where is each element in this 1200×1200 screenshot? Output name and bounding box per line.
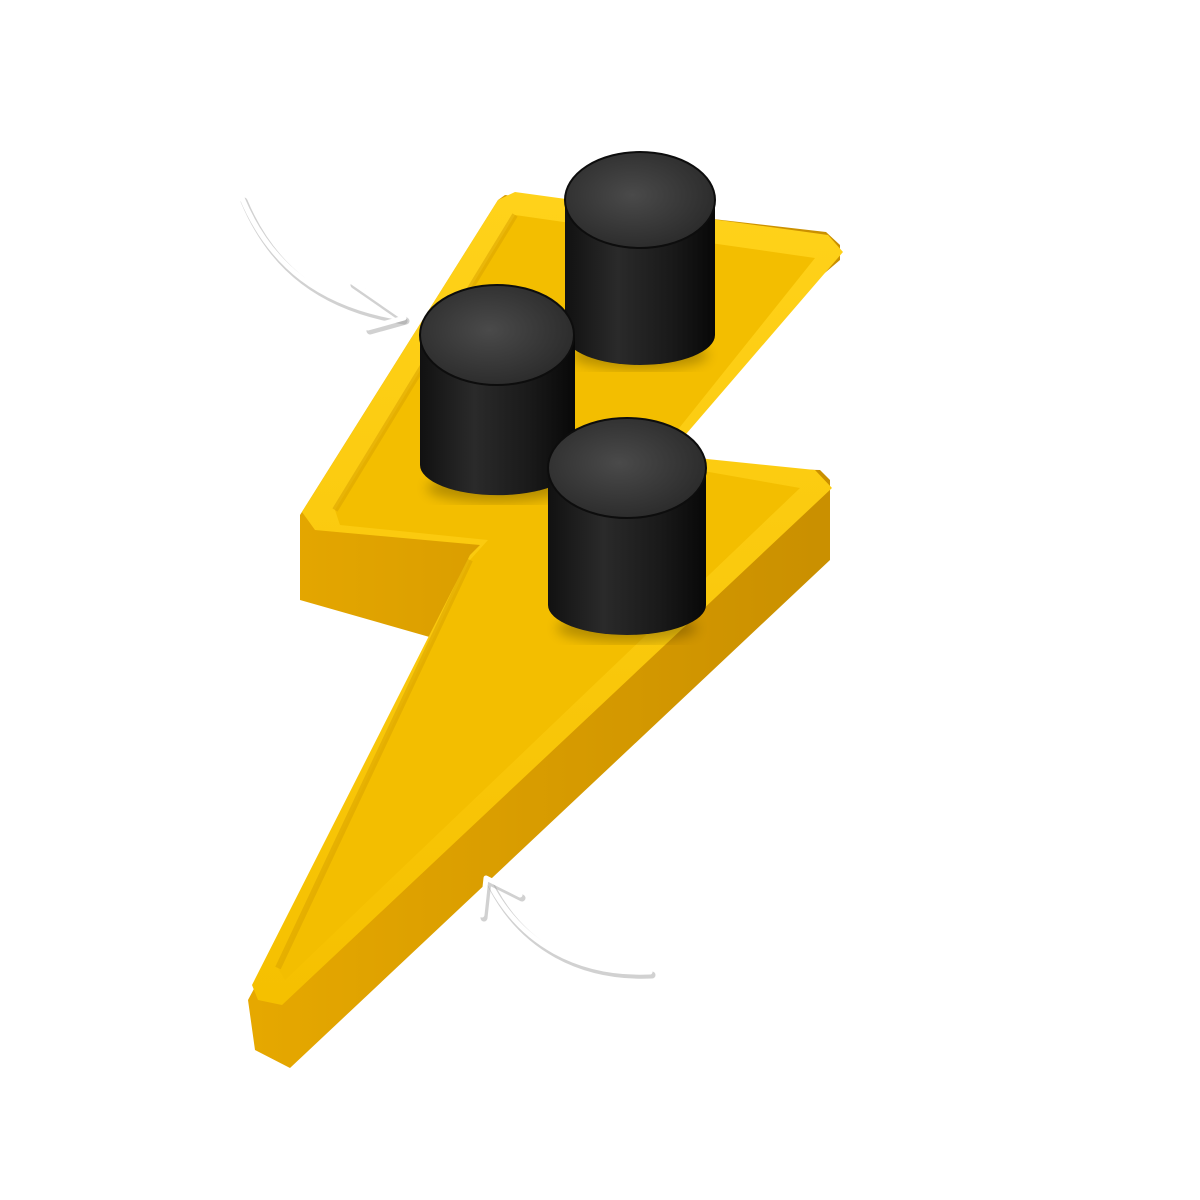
- cylinder-back: [564, 151, 716, 369]
- cylinder-left: [419, 284, 575, 502]
- arrow-top-left-icon: [239, 195, 410, 335]
- cylinder-front: [547, 417, 707, 642]
- tray-floor: [278, 215, 815, 980]
- tray: [248, 192, 843, 1068]
- arrow-bottom-right-icon: [479, 875, 656, 979]
